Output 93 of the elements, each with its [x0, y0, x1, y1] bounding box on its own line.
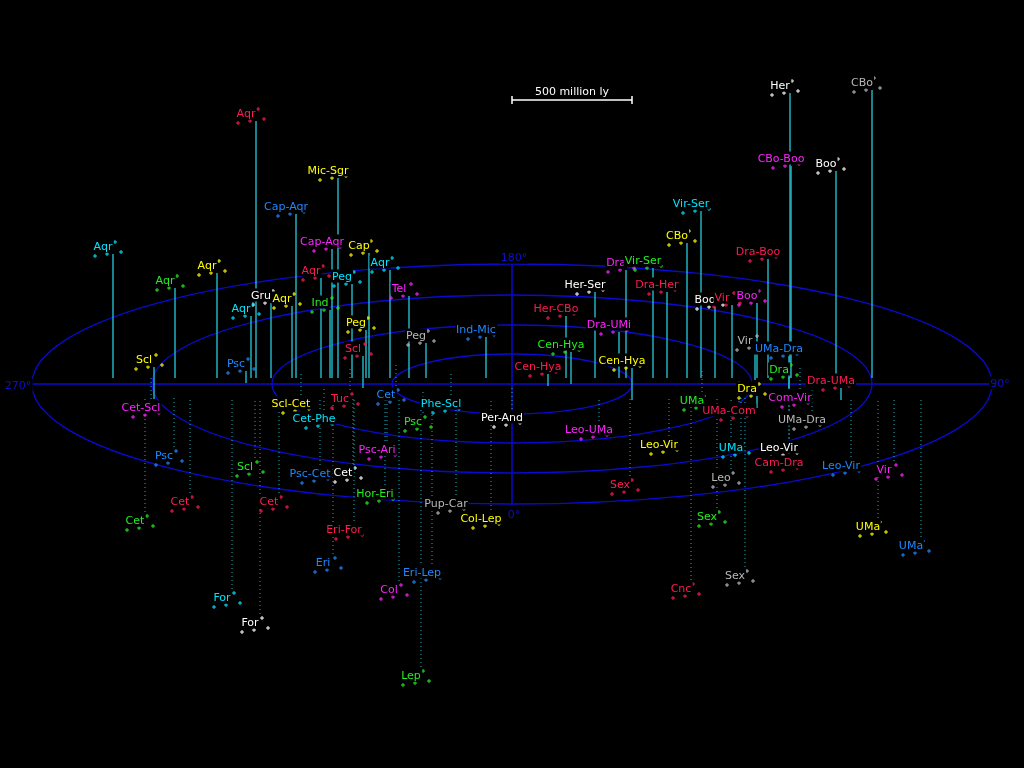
supercluster-label: Aqr [230, 301, 252, 315]
supercluster-label: Tel [390, 281, 408, 295]
supercluster-label: CBo-Boo [756, 151, 806, 165]
supercluster-label: Dra [768, 362, 790, 376]
supercluster-label: Psc [225, 356, 247, 370]
supercluster-label: Cet [169, 494, 191, 508]
supercluster-label: Hor-Eri [355, 486, 395, 500]
supercluster-label: Tuc [329, 391, 351, 405]
supercluster-label: Her-CBo [532, 301, 580, 315]
supercluster-label: Scl-Cet [270, 396, 312, 410]
supercluster-label: Aqr [369, 255, 391, 269]
supercluster-label: Psc-Ari [357, 442, 397, 456]
supercluster-label: Aqr [271, 291, 293, 305]
supercluster-label: Cet [375, 387, 397, 401]
supercluster-label: Ind [310, 295, 330, 309]
supercluster-label: UMa [854, 519, 882, 533]
supercluster-label: Cet [124, 513, 146, 527]
supercluster-label: Cen-Hya [536, 337, 586, 351]
supercluster-label: Cet [258, 494, 280, 508]
supercluster-label: Per-And [480, 410, 524, 424]
supercluster-label: Peg [405, 328, 427, 342]
supercluster-label: UMa-Dra [777, 412, 827, 426]
supercluster-label: Aqr [235, 106, 257, 120]
angle-label: 90° [989, 376, 1011, 390]
supercluster-label: Cet-Scl [120, 400, 162, 414]
supercluster-label: Her [769, 78, 791, 92]
supercluster-label: Vir [713, 290, 731, 304]
supercluster-label: Peg [331, 269, 353, 283]
supercluster-label: Dra-Her [634, 277, 680, 291]
supercluster-label: Pup-Car [423, 496, 469, 510]
supercluster-label: Cap-Aqr [299, 234, 345, 248]
supercluster-label: Dra-UMa [806, 373, 856, 387]
supercluster-label: Boo [735, 288, 759, 302]
supercluster-label: Psc-Cet [288, 466, 332, 480]
supercluster-label: Dra-Boo [734, 244, 782, 258]
supercluster-label: Gru [250, 288, 272, 302]
scale-label: 500 million ly [533, 84, 611, 98]
supercluster-label: Cet-Phe [291, 411, 337, 425]
supercluster-label: UMa-Dra [754, 341, 804, 355]
supercluster-label: Cet [332, 465, 354, 479]
supercluster-label: Leo-Vir [639, 437, 679, 451]
supercluster-label: Dra-UMi [585, 317, 633, 331]
angle-label: 270° [3, 378, 33, 392]
supercluster-label: Scl [134, 352, 154, 366]
supercluster-label: Scl [343, 341, 363, 355]
supercluster-label: Aqr [196, 258, 218, 272]
supercluster-label: Aqr [154, 273, 176, 287]
supercluster-label: Vir-Ser [671, 196, 711, 210]
supercluster-label: Aqr [92, 239, 114, 253]
supercluster-label: Cam-Dra [753, 455, 805, 469]
supercluster-label: Dra [736, 381, 758, 395]
supercluster-label: Aqr [300, 263, 322, 277]
supercluster-label: Ind-Mic [455, 322, 497, 336]
supercluster-label: Col [379, 582, 399, 596]
supercluster-label: UMa [897, 538, 925, 552]
supercluster-label: Lep [400, 668, 422, 682]
supercluster-label: Cen-Hya [597, 353, 647, 367]
angle-label: 0° [506, 507, 522, 521]
supercluster-label: Leo [710, 470, 732, 484]
supercluster-label: Eri-Lep [401, 565, 443, 579]
supercluster-label: UMa [717, 440, 745, 454]
supercluster-label: Boo [814, 156, 838, 170]
supercluster-label: Leo-Vir [821, 458, 861, 472]
supercluster-label: Col-Lep [459, 511, 503, 525]
supercluster-label: For [240, 615, 260, 629]
supercluster-label: Sex [723, 568, 747, 582]
supercluster-label: Sex [608, 477, 632, 491]
supercluster-label: Com-Vir [767, 390, 813, 404]
supercluster-label: UMa-Com [701, 403, 757, 417]
supercluster-label: For [212, 590, 232, 604]
supercluster-label: Eri-For [325, 522, 363, 536]
supercluster-label: Mic-Sgr [306, 163, 350, 177]
supercluster-label: Phe-Scl [419, 396, 463, 410]
supercluster-label: Cnc [669, 581, 693, 595]
supercluster-label: Sex [695, 509, 719, 523]
supercluster-label: Vir [875, 462, 893, 476]
supercluster-label: UMa [678, 393, 706, 407]
supercluster-label: Eri [314, 555, 332, 569]
supercluster-label: Psc [153, 448, 175, 462]
supercluster-label: Her-Ser [563, 277, 607, 291]
supercluster-label: Vir-Ser [623, 253, 663, 267]
angle-label: 180° [499, 250, 529, 264]
supercluster-label: Peg [345, 315, 367, 329]
supercluster-label: Leo-UMa [564, 422, 614, 436]
supercluster-label: Psc [402, 414, 424, 428]
supercluster-label: Cap [347, 238, 371, 252]
supercluster-label: Vir [736, 333, 754, 347]
supercluster-label: Cen-Hya [513, 359, 563, 373]
supercluster-label: Leo-Vir [759, 440, 799, 454]
supercluster-label: CBo [665, 228, 689, 242]
supercluster-label: CBo [850, 75, 874, 89]
supercluster-label: Cap-Aqr [263, 199, 309, 213]
supercluster-label: Scl [235, 459, 255, 473]
